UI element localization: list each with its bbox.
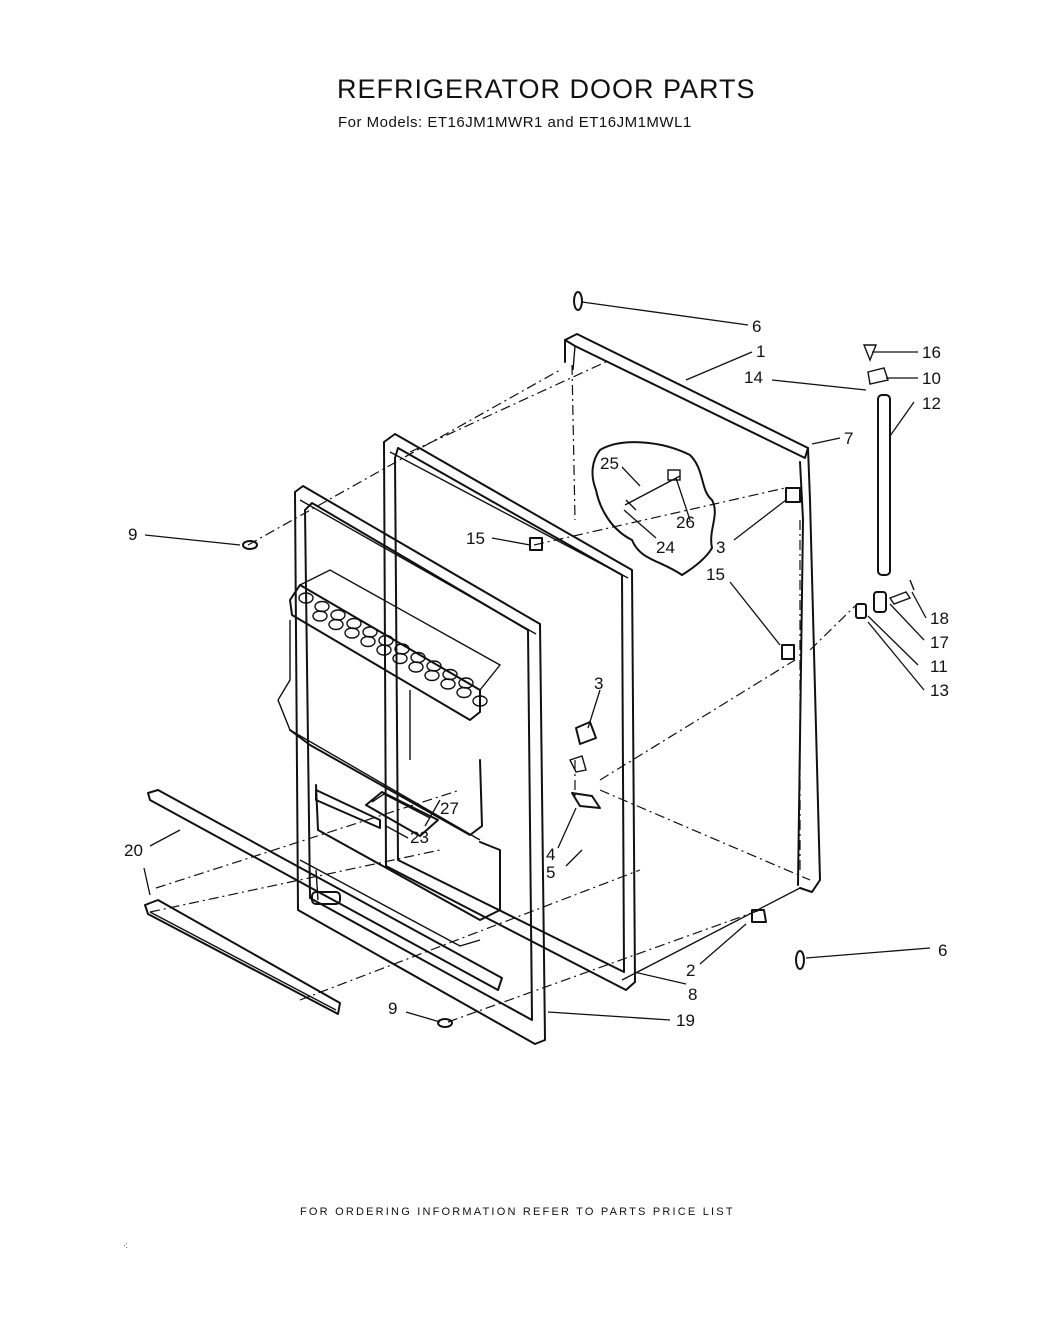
hardware-group [855,579,915,619]
callout-19: 19 [676,1011,695,1030]
callout-11: 11 [930,657,948,676]
egg-cup [408,661,424,673]
door-shelf-structure [289,690,501,947]
callout-6-bottom: 6 [938,941,947,960]
callout-14: 14 [744,368,763,387]
ordering-footer: FOR ORDERING INFORMATION REFER TO PARTS … [300,1206,735,1218]
callout-15-upper: 15 [466,529,485,548]
callout-7: 7 [844,429,853,448]
callout-25: 25 [600,454,619,473]
egg-cup [392,652,408,665]
egg-cup [440,678,456,690]
alignment-lines [149,359,856,1023]
callout-3-mid: 3 [594,674,603,693]
egg-cup [346,617,362,630]
egg-cup [328,618,344,631]
hinge-pin-12 [862,344,891,576]
egg-cup [376,644,392,656]
fasteners [242,291,805,1028]
egg-cup [378,634,394,647]
callout-10: 10 [922,369,941,388]
callout-18: 18 [930,609,949,628]
insulation-cutaway [591,441,716,576]
egg-cups [298,592,488,707]
callout-15-lower: 15 [706,565,725,584]
egg-cup [330,609,346,621]
callout-27: 27 [440,799,459,818]
egg-cup [458,677,474,689]
egg-cup [424,669,440,682]
model-subtitle: For Models: ET16JM1MWR1 and ET16JM1MWL1 [338,114,692,131]
callout-5: 5 [546,863,555,882]
door-liner [294,485,546,1045]
egg-cup [362,626,378,638]
egg-cup [456,686,472,699]
egg-cup [314,600,330,613]
callout-8: 8 [688,985,697,1004]
callout-24: 24 [656,538,675,557]
egg-cup [472,695,488,707]
egg-tray [277,569,502,841]
door-shelf-rail-20 [144,789,503,1015]
egg-cup [312,610,328,622]
callout-12: 12 [922,394,941,413]
egg-cup [344,627,360,639]
callout-4: 4 [546,845,555,864]
callout-9-left: 9 [128,525,137,544]
callout-labels: 6 1 14 16 10 12 7 25 26 24 3 9 15 15 18 … [124,317,949,1030]
callout-9-bottom: 9 [388,999,397,1018]
callout-23: 23 [410,828,429,847]
callout-16: 16 [922,343,941,362]
callout-13: 13 [930,681,949,700]
callout-3-right: 3 [716,538,725,557]
callout-17: 17 [930,633,949,652]
door-gasket [383,433,636,991]
egg-cup [360,635,376,648]
callout-leaders [143,301,931,1023]
butter-tray-27 [365,791,439,837]
callout-1: 1 [756,342,765,361]
callout-6-top: 6 [752,317,761,336]
callout-26: 26 [676,513,695,532]
callout-20: 20 [124,841,143,860]
callout-2: 2 [686,961,695,980]
page-title: REFRIGERATOR DOOR PARTS [337,74,756,104]
shelf-bar-23 [315,789,381,829]
corner-mark: ·: [123,1241,128,1250]
egg-cup [298,592,314,604]
